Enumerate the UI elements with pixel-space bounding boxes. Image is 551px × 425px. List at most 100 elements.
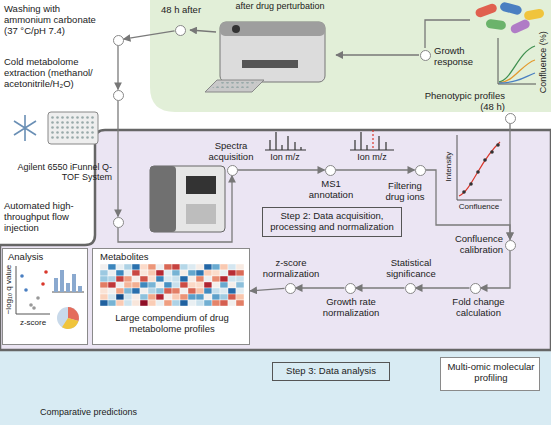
- flow-arrow: [481, 251, 511, 289]
- heatmap-part: [116, 282, 124, 288]
- ms1-spectrum-part: [265, 132, 306, 150]
- heatmap-part: [124, 264, 132, 270]
- heatmap-part: [156, 270, 164, 276]
- extraction-icons-part: [48, 112, 98, 144]
- volcano-plot-part: [36, 296, 40, 300]
- drug-pills-part: [425, 20, 470, 48]
- plate-reader-part: [190, 30, 216, 32]
- heatmap-part: [204, 294, 212, 300]
- panel-text: Metabolites: [100, 252, 190, 263]
- heatmap-part: [180, 276, 188, 282]
- step-circle: Growth response: [420, 50, 431, 61]
- heatmap-part: [108, 288, 116, 294]
- flow-arrow: [356, 287, 405, 288]
- heatmap-part: [156, 294, 164, 300]
- region-background-part: [150, 0, 551, 112]
- heatmap-part: [220, 276, 228, 282]
- heatmap-part: [124, 282, 132, 288]
- heatmap-part: [156, 288, 164, 294]
- heatmap-part: [116, 276, 124, 282]
- filtered-spectrum-part: [350, 132, 394, 150]
- figure-label: Agilent 6550 iFunnel Q-TOF System: [8, 162, 112, 183]
- heatmap-part: [108, 270, 116, 276]
- heatmap-part: [124, 288, 132, 294]
- step-label: Fold change calculation: [441, 297, 516, 319]
- heatmap-part: [100, 300, 108, 306]
- figure-label: Ion m/z: [262, 152, 308, 162]
- flow-arrow: [117, 46, 118, 90]
- heatmap-part: [116, 300, 124, 306]
- step-label: Confluence calibration: [431, 234, 503, 256]
- step-circle: Growth rate normalization: [345, 283, 356, 294]
- plate-reader-part: [242, 60, 298, 68]
- heatmap-part: [148, 300, 156, 306]
- heatmap-part: [156, 276, 164, 282]
- heatmap-part: [156, 300, 164, 306]
- panel-text: Multi-omic molecular profiling: [443, 362, 539, 384]
- mass-spectrometer-part: [186, 204, 216, 224]
- step-label: Phenotypic profiles (48 h): [419, 91, 505, 113]
- bar-chart-part: [54, 278, 58, 292]
- heatmap-part: [124, 276, 132, 282]
- heatmap-part: [148, 282, 156, 288]
- heatmap-part: [148, 276, 156, 282]
- step-label: Growth response: [434, 46, 490, 68]
- heatmap-part: [132, 294, 140, 300]
- growth-curves-part: [498, 38, 536, 84]
- figure-label: Confluence: [452, 202, 506, 211]
- heatmap-part: [164, 294, 172, 300]
- heatmap-part: [148, 288, 156, 294]
- heatmap-part: [180, 294, 188, 300]
- calibration-plot-part: [483, 158, 487, 162]
- mass-spectrometer-part: [150, 166, 176, 232]
- volcano-plot-part: [16, 266, 50, 314]
- heatmap-part: [220, 288, 228, 294]
- heatmap-part: [236, 300, 244, 306]
- figure-label: after drug perturbation: [225, 1, 335, 11]
- heatmap-part: [204, 264, 212, 270]
- step-label: z-score normalization: [251, 258, 331, 280]
- heatmap-part: [148, 264, 156, 270]
- heatmap: [100, 264, 244, 306]
- heatmap-part: [172, 300, 180, 306]
- heatmap-part: [228, 294, 236, 300]
- heatmap-part: [172, 288, 180, 294]
- volcano-plot-part: [41, 282, 45, 286]
- volcano-plot-part: [32, 306, 36, 310]
- calibration-plot-part: [459, 142, 500, 196]
- plate-reader: [190, 22, 325, 92]
- drug-pills-part: [474, 2, 498, 18]
- heatmap-part: [236, 276, 244, 282]
- heatmap-part: [164, 270, 172, 276]
- axis-label: −log₁₀ q value: [4, 254, 13, 326]
- step-heading: Step 2: Data acquisition, processing and…: [262, 207, 402, 237]
- heatmap-part: [188, 270, 196, 276]
- heatmap-part: [196, 294, 204, 300]
- step-label: Washing with ammonium carbonate (37 °C/p…: [4, 4, 108, 37]
- heatmap-part: [124, 270, 132, 276]
- step-label: Cold metabolome extraction (methanol/ ac…: [4, 57, 108, 90]
- filtered-spectrum: [350, 130, 394, 150]
- heatmap-part: [188, 300, 196, 306]
- bar-chart-part: [66, 283, 70, 292]
- heatmap-part: [204, 282, 212, 288]
- panel-box: MetabolitesLarge compendium of drug meta…: [92, 248, 250, 345]
- calibration-plot-part: [469, 182, 473, 186]
- heatmap-part: [140, 276, 148, 282]
- heatmap-part: [140, 294, 148, 300]
- heatmap-part: [220, 270, 228, 276]
- drug-pills-part: [509, 18, 531, 35]
- bar-chart-part: [72, 274, 76, 292]
- step-label: Spectra acquisition: [199, 141, 263, 163]
- heatmap-part: [100, 288, 108, 294]
- heatmap-part: [132, 276, 140, 282]
- heatmap-part: [140, 264, 148, 270]
- heatmap-part: [164, 300, 172, 306]
- heatmap-part: [180, 288, 188, 294]
- panel-box: Analysis: [2, 248, 88, 345]
- heatmap-part: [228, 276, 236, 282]
- region-background-part: [0, 350, 551, 425]
- mass-spectrometer-part: [150, 166, 225, 232]
- heatmap-part: [212, 276, 220, 282]
